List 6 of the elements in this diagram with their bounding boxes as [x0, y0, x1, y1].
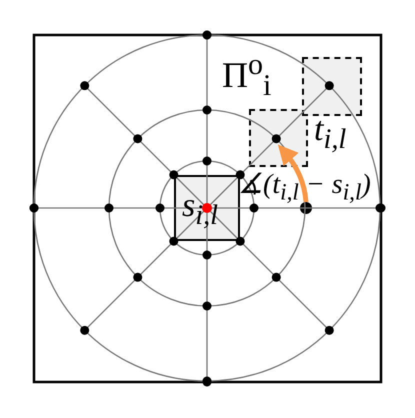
arrow — [278, 144, 308, 202]
cell-square — [174, 175, 240, 241]
angle-label: ∡(t$_{i,l}$ − s$_{i,l}$) — [238, 171, 371, 205]
cell-label: s$_{i,l}$ — [182, 189, 218, 230]
cell-label: t$_{i,l}$ — [314, 113, 346, 154]
dashed-cell — [302, 57, 362, 116]
